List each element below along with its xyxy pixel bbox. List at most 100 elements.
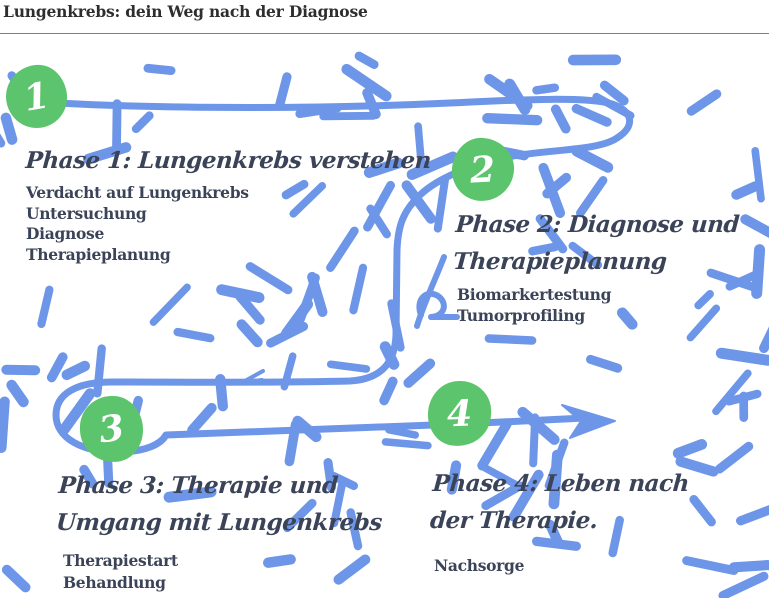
phase-2-item: Biomarkertestung xyxy=(457,285,612,304)
dash-decoration xyxy=(484,334,537,345)
dash-decoration xyxy=(289,182,327,218)
dash-decoration xyxy=(586,354,623,373)
dash-decoration xyxy=(234,291,265,325)
phase-2-heading: Phase 2: Diagnose und Therapieplanung xyxy=(452,206,741,280)
dash-decoration xyxy=(319,111,378,121)
dash-decoration xyxy=(672,439,708,459)
dash-decoration xyxy=(173,327,215,343)
dash-decoration xyxy=(363,157,404,178)
dash-decoration xyxy=(326,226,359,273)
phase-3-list: Therapiestart Behandlung xyxy=(63,550,178,594)
dash-decoration xyxy=(326,360,371,373)
dash-decoration xyxy=(354,51,379,69)
dash-decoration xyxy=(281,179,309,200)
dash-decoration xyxy=(149,283,191,326)
dash-decoration xyxy=(715,347,769,366)
phase-3-item: Behandlung xyxy=(63,573,166,592)
dash-decoration xyxy=(477,419,512,471)
dash-decoration xyxy=(366,204,391,239)
dash-decoration xyxy=(538,162,566,218)
phase-3-heading: Phase 3: Therapie und Umgang mit Lungenk… xyxy=(55,467,386,541)
dash-decoration xyxy=(481,464,522,490)
dash-decoration xyxy=(481,481,525,511)
dash-decoration xyxy=(406,151,459,181)
dash-decoration xyxy=(740,214,769,238)
dash-decoration xyxy=(403,358,436,388)
dash-decoration xyxy=(0,112,18,145)
dash-decoration xyxy=(385,426,420,439)
dash-decoration xyxy=(307,271,328,317)
dash-decoration xyxy=(163,486,217,503)
phase-3-item: Therapiestart xyxy=(63,551,178,570)
dash-decoration xyxy=(245,262,293,295)
dash-decoration xyxy=(599,80,629,106)
arrowhead-icon xyxy=(561,404,616,439)
dash-decoration xyxy=(329,471,359,491)
dash-decoration xyxy=(282,498,317,533)
dash-decoration xyxy=(349,263,368,315)
dash-decoration xyxy=(528,242,560,256)
phase-4-item: Nachsorge xyxy=(434,556,525,575)
dash-decoration xyxy=(6,379,29,408)
phase-1-item: Diagnose xyxy=(26,224,105,243)
page-title: Lungenkrebs: dein Weg nach der Diagnose xyxy=(3,2,368,21)
dash-decoration xyxy=(83,142,132,165)
dash-decoration xyxy=(735,505,769,526)
dash-decoration xyxy=(433,175,450,233)
phase-3-heading-line: Phase 3: Therapie und xyxy=(57,472,339,499)
dash-decoration xyxy=(571,145,614,173)
dash-decoration xyxy=(112,99,122,154)
dash-decoration xyxy=(414,122,426,171)
phase-2-number: 2 xyxy=(469,147,497,192)
phase-4-number: 4 xyxy=(446,392,473,435)
dash-decoration xyxy=(0,396,10,453)
dash-decoration xyxy=(446,460,462,495)
dash-decoration xyxy=(381,438,432,450)
dash-decoration xyxy=(61,360,91,381)
phase-2-list: Biomarkertestung Tumorprofiling xyxy=(457,285,612,326)
dash-decoration xyxy=(571,103,612,127)
phase-1-number: 1 xyxy=(20,73,53,120)
phase-4-list: Nachsorge xyxy=(434,556,524,577)
dash-decoration xyxy=(363,180,396,232)
phase-1-item: Verdacht auf Lungenkrebs xyxy=(26,183,249,202)
dash-decoration xyxy=(686,89,722,116)
phase-3-number: 3 xyxy=(96,406,127,452)
dash-decoration xyxy=(58,388,96,435)
direction-chevron-icon xyxy=(241,369,265,384)
dash-decoration xyxy=(131,111,154,134)
phase-4-heading-line: Phase 4: Leben nach xyxy=(431,470,690,497)
dash-decoration xyxy=(568,241,603,269)
dash-decoration xyxy=(751,147,765,203)
dash-decoration xyxy=(535,214,568,254)
dash-decoration xyxy=(323,458,336,492)
dash-decoration xyxy=(330,480,346,528)
phase-1-item: Therapieplanung xyxy=(26,244,171,264)
dash-decoration xyxy=(545,519,564,548)
phase-4-heading: Phase 4: Leben nach der Therapie. xyxy=(429,465,690,539)
decorative-curl xyxy=(414,254,460,329)
dash-decoration xyxy=(1,564,31,593)
dash-decoration xyxy=(46,352,68,383)
dash-decoration xyxy=(728,560,769,573)
dash-decoration xyxy=(266,321,309,348)
dash-decoration xyxy=(508,469,544,522)
phase-1-item: Untersuchung xyxy=(26,203,147,223)
dash-decoration xyxy=(694,290,714,310)
dash-decoration xyxy=(263,554,296,568)
dash-decoration xyxy=(79,464,98,489)
dash-decoration xyxy=(550,104,571,134)
dash-decoration xyxy=(187,402,217,435)
dash-decoration xyxy=(731,181,761,200)
dash-decoration xyxy=(401,180,436,224)
dash-decoration xyxy=(529,413,540,468)
phase-1-heading-line: Phase 1: Lungenkrebs verstehen xyxy=(24,147,432,174)
dash-decoration xyxy=(616,307,638,330)
phase-2-item: Tumorprofiling xyxy=(457,305,585,325)
dash-decoration xyxy=(686,304,721,342)
phase-3-heading-line: Umgang mit Lungenkrebs xyxy=(55,509,383,536)
phase-1-list: Verdacht auf Lungenkrebs Untersuchung Di… xyxy=(26,183,249,265)
dash-decoration xyxy=(548,449,563,510)
dash-decoration xyxy=(143,63,176,75)
phase-4-heading-line: der Therapie. xyxy=(429,507,599,534)
